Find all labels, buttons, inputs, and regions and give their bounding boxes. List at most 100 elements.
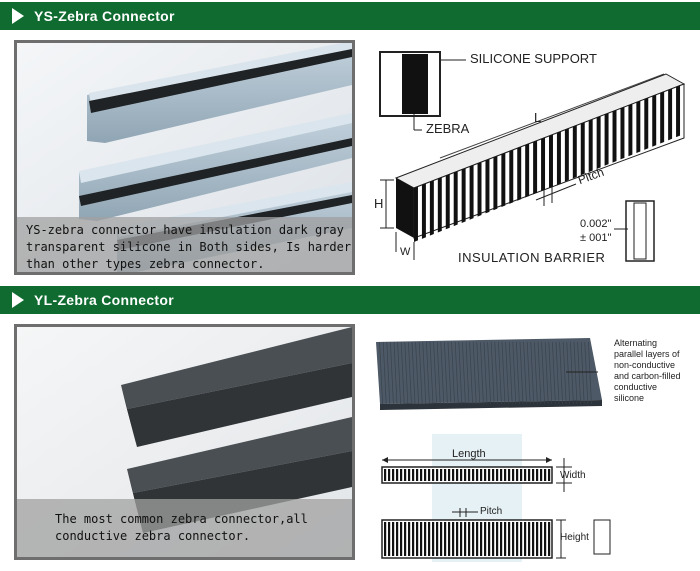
stripe [408, 341, 412, 405]
stripe [426, 341, 430, 405]
stripe [544, 341, 549, 405]
stripe [485, 158, 490, 214]
ys-structure-diagram: SILICONE SUPPORT ZEBRA L H W Pitch 0.002… [366, 38, 696, 274]
stripe [415, 341, 419, 405]
stripe [505, 341, 509, 405]
stripe [408, 469, 411, 481]
stripe [512, 469, 515, 481]
stripe [437, 177, 442, 233]
ys-caption: YS-zebra connector have insulation dark … [17, 217, 352, 272]
label-width: W [400, 246, 411, 258]
stripe [548, 341, 553, 405]
stripe [498, 341, 502, 405]
stripe [516, 469, 519, 481]
stripe [541, 341, 545, 405]
stripe [532, 522, 535, 556]
stripe [570, 341, 574, 405]
stripe [493, 155, 498, 211]
stripe [433, 341, 437, 405]
description-line: non-conductive [614, 360, 676, 370]
caption-line: The most common zebra connector,all [55, 512, 308, 526]
caption-line: conductive zebra connector. [55, 529, 251, 543]
stripe [390, 341, 394, 405]
stripe [508, 341, 513, 405]
stripe [420, 469, 423, 481]
section-title-ys: YS-Zebra Connector [34, 8, 175, 24]
label-silicone-support: SILICONE SUPPORT [470, 51, 597, 66]
stripe [555, 341, 560, 405]
stripe [628, 103, 633, 157]
stripe [414, 186, 418, 242]
stripe [386, 341, 391, 405]
description-line: conductive [614, 382, 658, 392]
stripe [496, 522, 499, 556]
stripe [472, 469, 475, 481]
stripe [526, 341, 531, 405]
stripe [452, 522, 455, 556]
stripe [530, 341, 535, 405]
stripe [532, 469, 535, 481]
stripe [524, 522, 527, 556]
stripe [528, 469, 531, 481]
description-line: parallel layers of [614, 349, 680, 359]
play-arrow-icon [12, 292, 24, 308]
stripe [388, 522, 391, 556]
stripe [476, 469, 479, 481]
stripe [480, 522, 483, 556]
stripe [494, 341, 499, 405]
stripe [508, 522, 511, 556]
stripe [577, 341, 581, 405]
caption-line: than other types zebra connector. [26, 257, 265, 271]
stripe [556, 131, 561, 185]
stripe [516, 341, 520, 405]
stripe [537, 341, 542, 405]
stripe [536, 522, 539, 556]
stripe [588, 341, 592, 405]
stripe [429, 341, 434, 405]
description-line: Alternating [614, 338, 658, 348]
caption-line: transparent silicone in Both sides, Is h… [26, 240, 352, 254]
stripe [512, 341, 517, 405]
stripe [420, 522, 423, 556]
stripe [540, 469, 543, 481]
stripe [490, 341, 495, 405]
stripe [408, 522, 411, 556]
stripe [379, 341, 383, 405]
caption-line: YS-zebra connector have insulation dark … [26, 223, 344, 237]
stripe [404, 469, 407, 481]
label-alternating-layers: Alternating parallel layers of non-condu… [614, 338, 681, 404]
stripe [392, 522, 395, 556]
label-insulation-barrier: INSULATION BARRIER [458, 250, 606, 265]
stripe [504, 469, 507, 481]
stripe [533, 140, 538, 195]
stripe [580, 341, 585, 405]
stripe [549, 134, 553, 188]
section-title-yl: YL-Zebra Connector [34, 292, 174, 308]
stripe [566, 341, 571, 405]
ys-product-photo: YS-zebra connector have insulation dark … [14, 40, 355, 275]
stripe [448, 469, 451, 481]
stripe [460, 469, 463, 481]
section-header-ys: YS-Zebra Connector [0, 2, 700, 30]
stripe [472, 522, 475, 556]
stripe [512, 522, 515, 556]
stripe [422, 341, 427, 405]
stripe [636, 100, 641, 154]
stripe [484, 522, 487, 556]
stripe [492, 522, 495, 556]
stripe [400, 341, 405, 405]
stripe [588, 119, 593, 173]
stripe [519, 341, 524, 405]
stripe [424, 469, 427, 481]
stripe [620, 106, 625, 160]
stripe [440, 469, 443, 481]
stripe [397, 341, 401, 405]
stripe [501, 341, 506, 405]
stripe [393, 341, 398, 405]
stripe [523, 341, 527, 405]
label-length: L [534, 110, 542, 125]
stripe [541, 137, 546, 192]
stripe [418, 341, 423, 405]
stripe [436, 522, 439, 556]
stripe [596, 116, 601, 169]
